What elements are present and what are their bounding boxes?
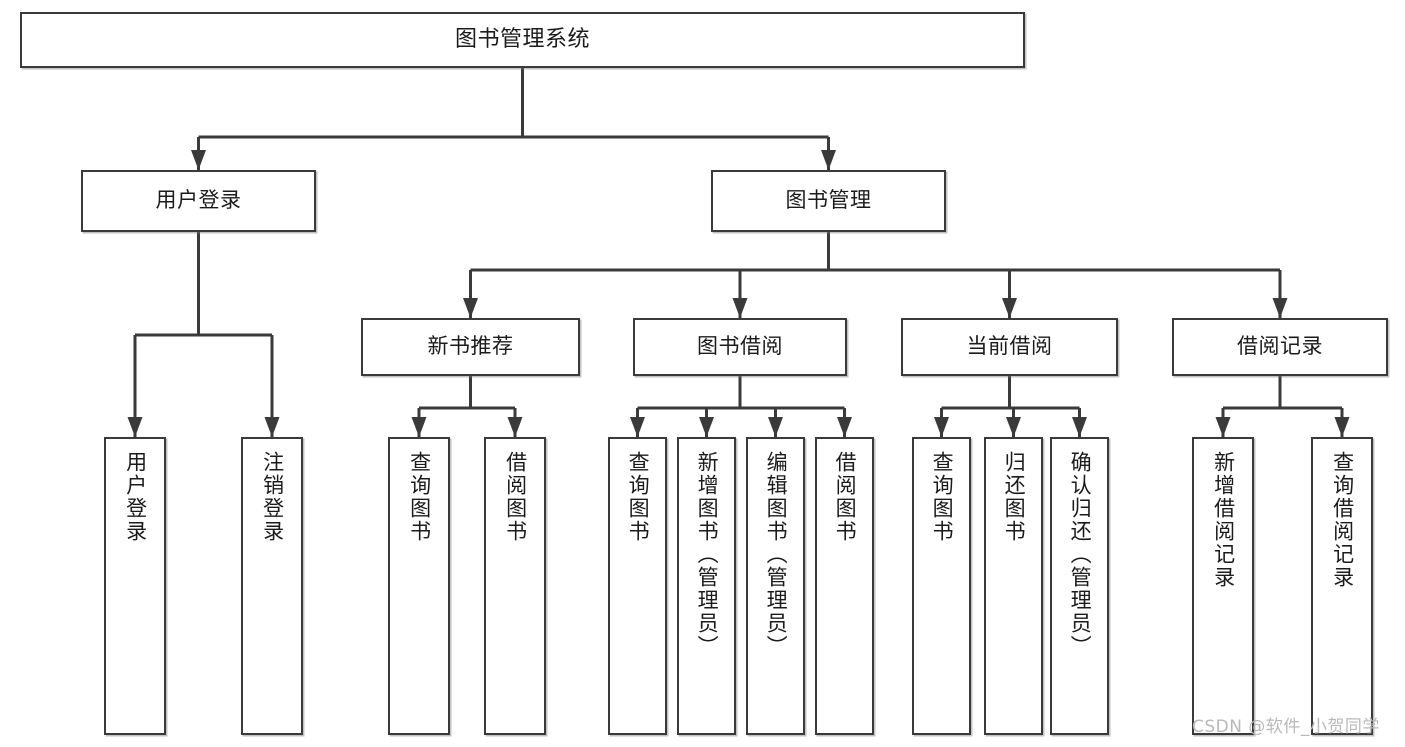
node-label: 归还图书	[1002, 451, 1027, 543]
node-label: 图书管理系统	[454, 26, 590, 52]
node-leaf-bor-add[interactable]: 新增图书（管理员）	[677, 437, 736, 735]
node-label: 注销登录	[260, 451, 285, 543]
arrowhead	[821, 150, 836, 170]
node-label: 借阅图书	[503, 451, 528, 543]
node-label: 查询图书	[407, 451, 432, 543]
node-label: 当前借阅	[966, 334, 1053, 359]
arrowhead	[732, 298, 748, 318]
arrowhead	[191, 150, 206, 170]
node-label: 查询借阅记录	[1330, 451, 1355, 589]
node-label: 图书管理	[785, 188, 872, 213]
node-label: 图书借阅	[697, 334, 783, 359]
node-label: 新增图书（管理员）	[695, 451, 720, 658]
arrowhead	[1215, 417, 1231, 437]
arrowhead	[507, 417, 523, 437]
arrowhead	[127, 417, 143, 437]
node-label: 用户登录	[123, 451, 148, 543]
node-l2-login[interactable]: 用户登录	[81, 170, 316, 232]
arrowhead	[630, 417, 645, 437]
node-leaf-rcd-query[interactable]: 查询借阅记录	[1311, 437, 1373, 735]
node-l2-book[interactable]: 图书管理	[711, 170, 946, 232]
node-leaf-bor-query[interactable]: 查询图书	[608, 437, 667, 735]
arrowhead	[934, 417, 949, 437]
watermark: CSDN @软件_小贺同学	[1192, 717, 1380, 737]
arrowhead	[768, 417, 783, 437]
node-leaf-rec-borrow[interactable]: 借阅图书	[484, 437, 546, 735]
node-leaf-user-login[interactable]: 用户登录	[104, 437, 166, 735]
node-l3-current[interactable]: 当前借阅	[901, 318, 1118, 376]
node-root[interactable]: 图书管理系统	[20, 12, 1025, 68]
arrowhead	[699, 417, 714, 437]
node-label: 确认归还（管理员）	[1068, 451, 1093, 658]
node-label: 查询图书	[626, 451, 651, 543]
node-label: 新书推荐	[427, 334, 514, 359]
node-l3-record[interactable]: 借阅记录	[1172, 318, 1388, 376]
node-l3-borrow[interactable]: 图书借阅	[633, 318, 847, 376]
arrowhead	[463, 298, 478, 318]
node-label: 查询图书	[930, 451, 955, 543]
arrowhead	[1002, 298, 1017, 318]
node-leaf-bor-lend[interactable]: 借阅图书	[815, 437, 874, 735]
arrowhead	[1072, 417, 1087, 437]
arrowhead	[264, 417, 280, 437]
node-leaf-cur-confirm[interactable]: 确认归还（管理员）	[1050, 437, 1109, 735]
arrowhead	[411, 417, 427, 437]
node-label: 用户登录	[155, 188, 242, 213]
node-leaf-cur-query[interactable]: 查询图书	[912, 437, 971, 735]
arrowhead	[1334, 417, 1350, 437]
node-label: 编辑图书（管理员）	[764, 451, 789, 658]
node-l3-recommend[interactable]: 新书推荐	[361, 318, 580, 376]
arrowhead	[1006, 417, 1021, 437]
node-label: 新增借阅记录	[1211, 451, 1236, 589]
arrowhead	[1272, 298, 1288, 318]
arrowhead	[837, 417, 852, 437]
node-leaf-rcd-add[interactable]: 新增借阅记录	[1192, 437, 1254, 735]
node-leaf-cur-return[interactable]: 归还图书	[984, 437, 1043, 735]
node-leaf-rec-query[interactable]: 查询图书	[388, 437, 450, 735]
node-label: 借阅图书	[833, 451, 858, 543]
node-leaf-bor-edit[interactable]: 编辑图书（管理员）	[746, 437, 805, 735]
node-label: 借阅记录	[1237, 334, 1323, 359]
node-leaf-user-logout[interactable]: 注销登录	[241, 437, 303, 735]
